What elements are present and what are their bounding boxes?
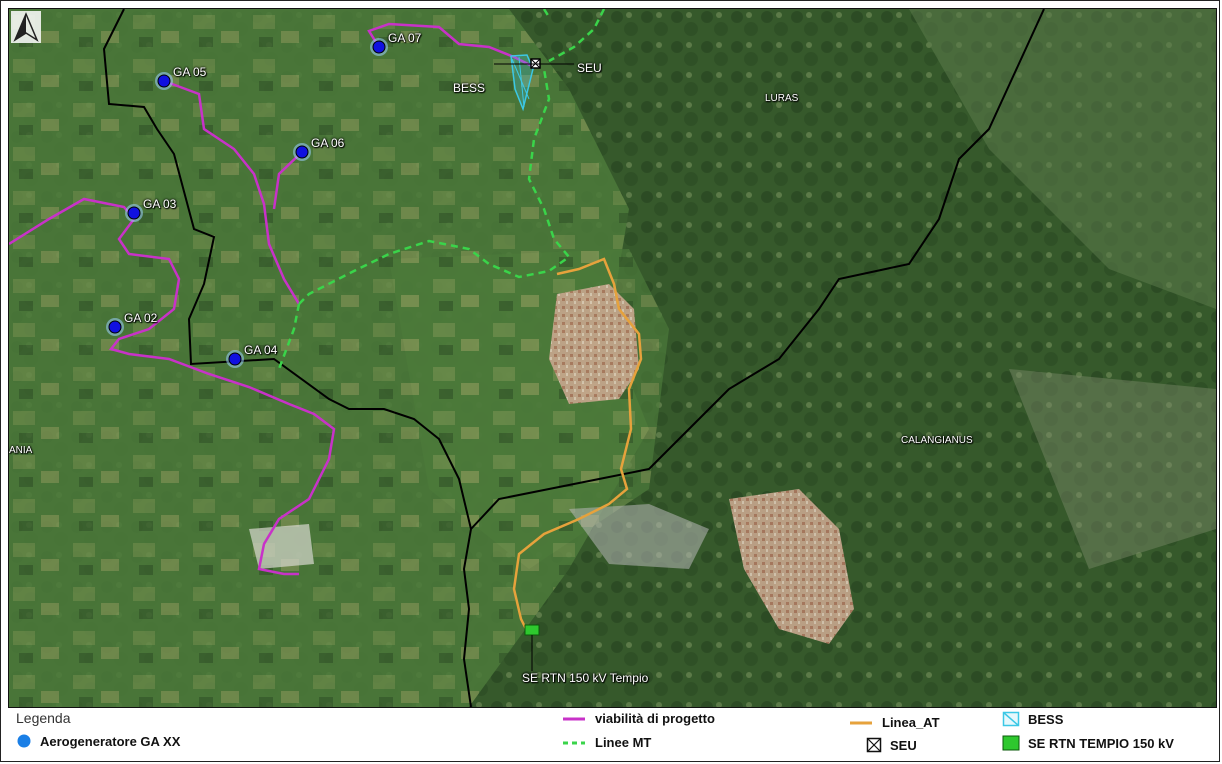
label-ania: ANIA [9,445,33,456]
crossed-box-icon [866,737,882,753]
legend-item-se-rtn: SE RTN TEMPIO 150 kV [1002,735,1174,751]
road-main-south [108,218,336,576]
green-dashed-line-icon [563,741,585,744]
legend-label-linee-mt: Linee MT [595,735,652,750]
industrial-area [569,504,709,569]
turbine-label: GA 05 [173,65,207,79]
turbine-marker[interactable] [108,320,122,334]
turbine-label: GA 06 [311,136,345,150]
turbine-dot-icon [17,734,31,748]
orange-line-icon [850,721,872,724]
turbine-label: GA 03 [143,197,177,211]
legend-label-seu: SEU [890,737,917,753]
legend-item-linea-at: Linea_AT [848,715,940,730]
hatched-box-icon [1002,711,1020,727]
north-arrow-icon [11,11,41,43]
map-canvas [9,9,1216,707]
turbine-label: GA 07 [388,31,422,45]
legend-title: Legenda [16,710,71,726]
road-ga05 [163,79,301,305]
legend: Legenda Aerogeneratore GA XX viabilità d… [8,707,1215,757]
legend-item-linee-mt: Linee MT [561,735,651,750]
legend-item-viabilita: viabilità di progetto [561,711,715,726]
legend-label-se-rtn: SE RTN TEMPIO 150 kV [1028,735,1174,751]
bess-hatch-2 [518,56,525,108]
line-mt-main [298,68,571,305]
turbine-label: GA 02 [124,311,158,325]
legend-label-linea-at: Linea_AT [882,715,940,730]
boundary-west [102,9,473,707]
legend-label-aerogeneratore: Aerogeneratore GA XX [40,733,181,749]
turbine-marker[interactable] [295,145,309,159]
legend-label-bess: BESS [1028,711,1064,727]
magenta-line-icon [563,717,585,720]
label-se-rtn: SE RTN 150 kV Tempio [522,671,649,685]
legend-item-bess: BESS [1002,711,1063,727]
green-square-icon [1002,735,1020,751]
legend-item-seu: SEU [866,737,917,753]
bess-hatch-1 [511,58,530,100]
turbine-layer [106,38,388,368]
road-ga06 [272,151,303,210]
label-seu: SEU [577,61,602,75]
turbine-marker[interactable] [372,40,386,54]
town-calangianus [729,489,854,644]
se-rtn-marker [524,624,540,636]
turbine-marker[interactable] [127,206,141,220]
turbine-label: GA 04 [244,343,278,357]
label-luras: LURAS [765,93,799,104]
legend-item-aerogeneratore: Aerogeneratore GA XX [16,733,180,749]
terrain-rocky-east [1009,369,1216,569]
boundary-east [470,9,1045,530]
town-luras-area [549,284,639,404]
legend-label-viabilita: viabilità di progetto [595,711,715,726]
line-mt-ga04 [277,303,301,370]
line-mt-north-a [542,9,551,18]
terrain-rocky [909,9,1216,309]
road-ga07 [367,22,535,69]
quarry-area [249,524,314,569]
label-bess: BESS [453,81,486,95]
turbine-marker[interactable] [157,74,171,88]
line-mt-north-b [548,9,606,63]
label-calangianus: CALANGIANUS [901,435,973,446]
turbine-marker[interactable] [228,352,242,366]
line-at [512,257,643,632]
